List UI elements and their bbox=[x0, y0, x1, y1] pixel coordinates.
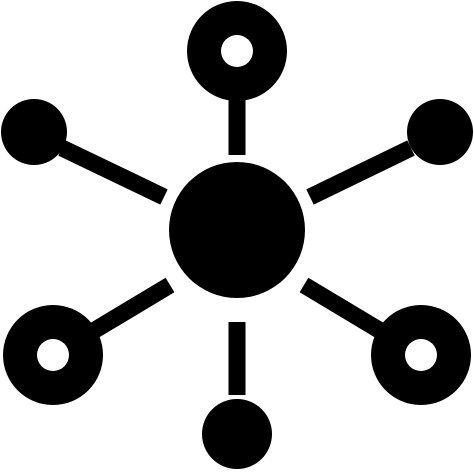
node-upper-left-dot bbox=[1, 99, 67, 165]
center-hub-node bbox=[169, 162, 305, 298]
connector-upper-left bbox=[58, 140, 168, 205]
connector-lines bbox=[58, 100, 415, 395]
connector-lower-right bbox=[299, 277, 384, 338]
node-upper-right-dot bbox=[407, 99, 473, 165]
node-lower-right-hole bbox=[405, 339, 437, 371]
node-bottom-dot bbox=[202, 399, 272, 469]
connector-lower-left bbox=[90, 277, 175, 338]
node-top-hole bbox=[221, 35, 253, 67]
connector-upper-right bbox=[306, 140, 415, 205]
node-lower-left-hole bbox=[37, 339, 69, 371]
